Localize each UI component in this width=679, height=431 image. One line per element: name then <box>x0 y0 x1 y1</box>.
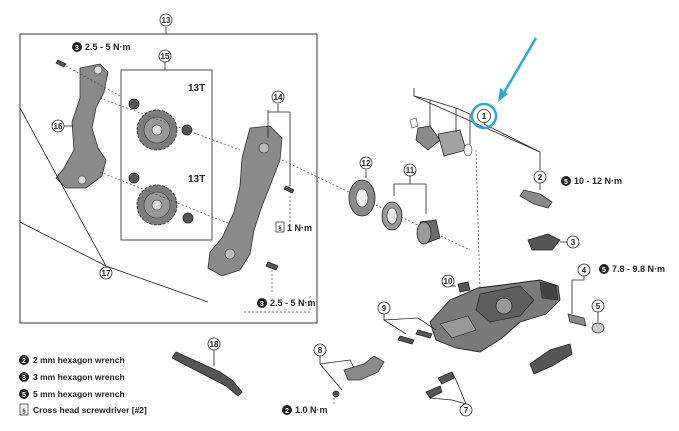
callout-1 <box>477 109 491 123</box>
part-7-screw-a <box>425 385 443 399</box>
svg-text:§: § <box>22 409 26 415</box>
torque-lower: 1.0 N·m <box>295 405 328 415</box>
legend-badge-2-text: 5 <box>22 392 26 399</box>
callout-16-text: 16 <box>54 122 63 131</box>
highlight-arrowhead <box>498 88 508 102</box>
torque-top-left: 2.5 - 5 N·m <box>85 42 131 52</box>
part-7-screw-b <box>437 371 455 385</box>
tool-badge-right-b <box>599 264 609 274</box>
part-5-cap <box>591 322 605 334</box>
pulley-bottom <box>136 184 178 226</box>
part-3-cover <box>527 233 561 251</box>
part-9-pin-b <box>415 329 433 339</box>
legend-badge-0-text: 2 <box>22 358 26 365</box>
part-18-tool <box>171 351 243 397</box>
tool-legend: 2 2 mm hexagon wrench 3 3 mm hexagon wre… <box>19 355 147 416</box>
sprocket-label-top: 13T <box>188 83 205 94</box>
callout-18-text: 18 <box>210 340 219 349</box>
callout-17 <box>99 266 113 280</box>
part-8-link <box>343 355 385 381</box>
highlight-ring <box>470 102 498 130</box>
pulley-bottom-washer-a <box>128 172 140 184</box>
tool-badge-top-left-text: 3 <box>75 45 79 52</box>
legend-badge-1 <box>19 372 29 382</box>
callout-15-text: 15 <box>161 52 170 61</box>
callout-16 <box>51 119 65 133</box>
callout-8-text: 8 <box>318 346 323 355</box>
legend-item-0: 2 mm hexagon wrench <box>33 355 125 365</box>
callout-2-text: 2 <box>538 173 543 182</box>
part-8-screw <box>332 390 340 398</box>
legend-item-1: 3 mm hexagon wrench <box>33 372 125 382</box>
callout-10 <box>441 274 455 288</box>
pulley-top-washer-a <box>128 98 140 110</box>
legend-badge-0 <box>19 355 29 365</box>
tool-badge-bottom-text: 3 <box>260 301 264 308</box>
callout-13 <box>159 13 173 27</box>
torque-bottom: 2.5 - 5 N·m <box>270 298 316 308</box>
callout-12-text: 12 <box>362 159 371 168</box>
part-1-pivot <box>409 117 473 157</box>
pulley-top <box>136 109 178 151</box>
part-11-bushings <box>381 201 441 245</box>
torque-right-b: 7.8 - 9.8 N·m <box>612 264 665 274</box>
tool-badge-bottom <box>257 298 267 308</box>
tool-badge-lower <box>282 405 292 415</box>
callout-14 <box>271 90 285 104</box>
tool-badge-right-b-text: 5 <box>602 267 606 274</box>
screwdriver-badge <box>275 221 285 233</box>
tool-badge-top-left <box>72 42 82 52</box>
derailleur-body <box>429 279 561 353</box>
callout-11 <box>403 163 417 177</box>
highlight-arrow <box>500 37 538 97</box>
cage-bolt-top <box>55 59 67 68</box>
legend-screwdriver-icon <box>19 403 29 416</box>
inner-cage-plate <box>55 63 109 189</box>
callout-17-text: 17 <box>102 269 111 278</box>
legend-item-2: 5 mm hexagon wrench <box>33 389 125 399</box>
plate-screw <box>283 185 295 194</box>
callout-4-text: 4 <box>582 266 587 275</box>
part-10-screw <box>457 281 471 293</box>
pulley-box-15 <box>120 69 213 241</box>
callout-18 <box>207 337 221 351</box>
callout-14-text: 14 <box>274 93 283 102</box>
callout-3-text: 3 <box>571 238 576 247</box>
part-9-pin-a <box>397 335 415 345</box>
tool-badge-right-a <box>561 176 571 186</box>
callout-3 <box>566 235 580 249</box>
callout-7-text: 7 <box>464 406 469 415</box>
part-2-bolt <box>519 189 553 209</box>
callout-15 <box>158 49 172 63</box>
callout-9-text: 9 <box>382 304 387 313</box>
pulley-bottom-washer-b <box>182 212 194 224</box>
assembly-box-13 <box>19 33 318 324</box>
svg-text:§: § <box>278 226 282 232</box>
part-6-guard <box>529 343 573 375</box>
cage-bolt-bottom <box>265 261 279 271</box>
legend-badge-1-text: 3 <box>22 375 26 382</box>
tool-badge-right-a-text: 5 <box>564 179 568 186</box>
sprocket-label-bottom: 13T <box>188 174 205 185</box>
callout-1-text: 1 <box>482 112 487 121</box>
legend-badge-2 <box>19 389 29 399</box>
callout-5-text: 5 <box>596 302 601 311</box>
callout-13-text: 13 <box>162 16 171 25</box>
legend-item-3: Cross head screwdriver [#2] <box>33 405 147 415</box>
callout-12 <box>359 156 373 170</box>
torque-mid: 1 N·m <box>287 223 312 233</box>
outer-cage-plate <box>207 125 283 277</box>
tool-badge-lower-text: 2 <box>285 408 289 415</box>
callout-10-text: 10 <box>444 277 453 286</box>
callout-11-text: 11 <box>406 166 415 175</box>
callout-7 <box>459 403 473 417</box>
torque-right-a: 10 - 12 N·m <box>574 176 622 186</box>
part-4-axle <box>567 313 587 327</box>
